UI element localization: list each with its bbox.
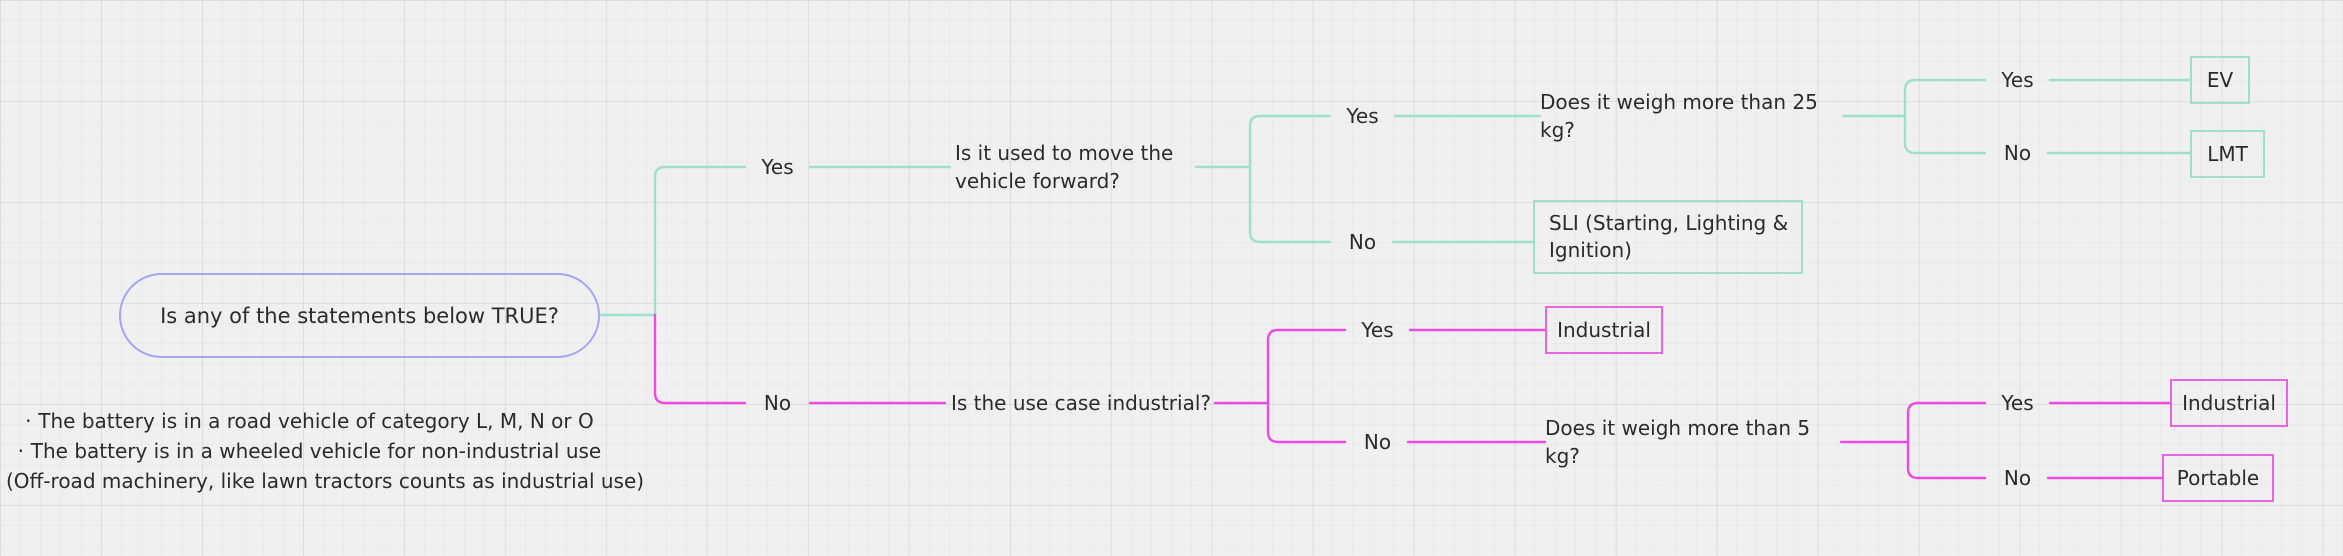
- edge-weigh5-yes: [1906, 401, 1987, 444]
- edge-label-industrial-yes: Yes: [1361, 318, 1394, 342]
- edge-start-no: [653, 313, 747, 405]
- outcome-industrial-lower[interactable]: Industrial: [2170, 379, 2288, 427]
- outcome-ev-label: EV: [2206, 67, 2234, 92]
- decision-weigh-5[interactable]: Does it weigh more than 5 kg?: [1545, 416, 1843, 468]
- outcome-industrial-lower-label: Industrial: [2182, 390, 2276, 415]
- outcome-ev[interactable]: EV: [2190, 56, 2250, 104]
- decision-use-case-industrial-label: Is the use case industrial?: [950, 391, 1212, 415]
- edge-move-yes: [1248, 114, 1332, 169]
- outcome-industrial-upper-label: Industrial: [1557, 317, 1651, 342]
- outcome-sli[interactable]: SLI (Starting, Lighting & Ignition): [1533, 200, 1803, 274]
- edge-label-weigh25-no: No: [2003, 141, 2032, 165]
- statement-item-1: The battery is in a road vehicle of cate…: [6, 406, 606, 436]
- edge-weigh25-yes: [1903, 78, 1987, 118]
- statements-note: The battery is in a road vehicle of cate…: [6, 406, 645, 496]
- edge-label-industrial-no: No: [1363, 430, 1392, 454]
- edge-move-no: [1248, 165, 1332, 244]
- decision-weigh-25-label: Does it weigh more than 25 kg?: [1540, 90, 1818, 142]
- edge-industrial-yes: [1266, 328, 1347, 405]
- outcome-sli-label: SLI (Starting, Lighting & Ignition): [1549, 211, 1789, 262]
- edge-label-move-yes: Yes: [1346, 104, 1379, 128]
- edge-label-weigh5-no: No: [2003, 466, 2032, 490]
- start-node-label: Is any of the statements below TRUE?: [160, 303, 559, 328]
- start-node[interactable]: Is any of the statements below TRUE?: [119, 273, 600, 358]
- outcome-portable[interactable]: Portable: [2162, 454, 2274, 502]
- edge-label-weigh25-yes: Yes: [2001, 68, 2034, 92]
- decision-weigh-5-label: Does it weigh more than 5 kg?: [1545, 416, 1811, 468]
- edge-label-start-no: No: [763, 391, 792, 415]
- outcome-lmt-label: LMT: [2207, 141, 2248, 166]
- decision-move-vehicle-label: Is it used to move the vehicle forward?: [955, 141, 1174, 193]
- outcome-portable-label: Portable: [2176, 465, 2260, 490]
- edge-weigh25-no: [1903, 114, 1987, 155]
- edge-weigh5-no: [1906, 440, 1987, 480]
- statement-item-2: The battery is in a wheeled vehicle for …: [6, 436, 606, 466]
- outcome-industrial-upper[interactable]: Industrial: [1545, 306, 1663, 354]
- edge-label-move-no: No: [1348, 230, 1377, 254]
- edge-label-start-yes: Yes: [761, 155, 794, 179]
- decision-move-vehicle[interactable]: Is it used to move the vehicle forward?: [955, 136, 1200, 198]
- decision-weigh-25[interactable]: Does it weigh more than 25 kg?: [1540, 90, 1845, 142]
- statements-footnote: (Off-road machinery, like lawn tractors …: [6, 469, 645, 493]
- edge-label-weigh5-yes: Yes: [2001, 391, 2034, 415]
- edge-industrial-no: [1266, 401, 1347, 444]
- edge-start-yes: [653, 165, 747, 317]
- decision-use-case-industrial[interactable]: Is the use case industrial?: [945, 387, 1217, 419]
- statements-list: The battery is in a road vehicle of cate…: [6, 406, 606, 466]
- outcome-lmt[interactable]: LMT: [2190, 130, 2265, 178]
